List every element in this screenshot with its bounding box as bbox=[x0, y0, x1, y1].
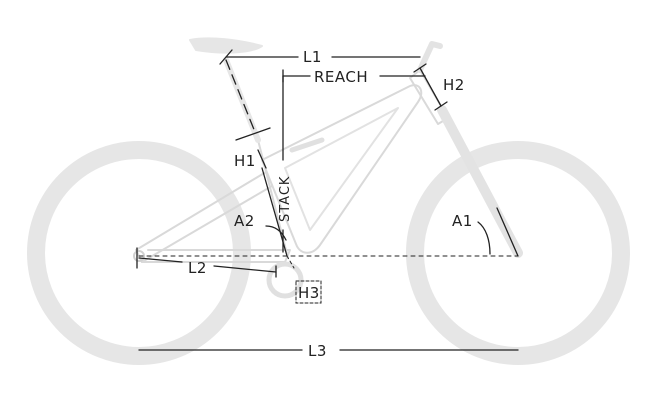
front-triangle bbox=[261, 84, 423, 254]
h2-line bbox=[419, 67, 442, 107]
h2-tick-top bbox=[413, 63, 427, 73]
rear-wheel bbox=[27, 141, 251, 365]
bike-silhouette bbox=[27, 141, 630, 365]
seat-tube-dashed bbox=[225, 59, 256, 133]
h1-tick-top bbox=[235, 127, 271, 141]
label-a1: A1 bbox=[452, 212, 473, 230]
l1-tick-left bbox=[219, 49, 233, 65]
label-l1: L1 bbox=[303, 48, 322, 66]
label-reach: REACH bbox=[314, 68, 368, 86]
saddle bbox=[189, 37, 263, 54]
front-wheel bbox=[406, 141, 630, 365]
l2-line-left bbox=[138, 257, 183, 263]
l2-line-right bbox=[213, 265, 277, 273]
label-h1: H1 bbox=[234, 152, 256, 170]
rear-dropout bbox=[133, 250, 145, 262]
h3-box bbox=[295, 280, 322, 304]
a1-line bbox=[496, 207, 519, 257]
label-l3: L3 bbox=[308, 342, 327, 360]
dimension-lines bbox=[136, 49, 519, 351]
front-triangle-inner bbox=[284, 107, 399, 231]
label-h2: H2 bbox=[443, 76, 465, 94]
stem bbox=[417, 41, 443, 73]
bb-drop-dashed bbox=[286, 255, 295, 269]
a1-arc bbox=[477, 221, 491, 255]
h2-tick-bottom bbox=[434, 101, 448, 111]
chainring bbox=[266, 261, 304, 299]
rear-shock bbox=[289, 137, 325, 153]
label-stack: STACK bbox=[278, 176, 293, 222]
fork bbox=[437, 105, 523, 258]
dimension-labels: L1 REACH H2 H1 STACK A2 A1 L2 H3 L3 bbox=[188, 48, 473, 360]
label-a2: A2 bbox=[234, 212, 255, 230]
a2-arc bbox=[265, 225, 287, 241]
label-h3: H3 bbox=[298, 284, 320, 302]
h1-line bbox=[257, 149, 267, 169]
label-l2: L2 bbox=[188, 259, 207, 277]
